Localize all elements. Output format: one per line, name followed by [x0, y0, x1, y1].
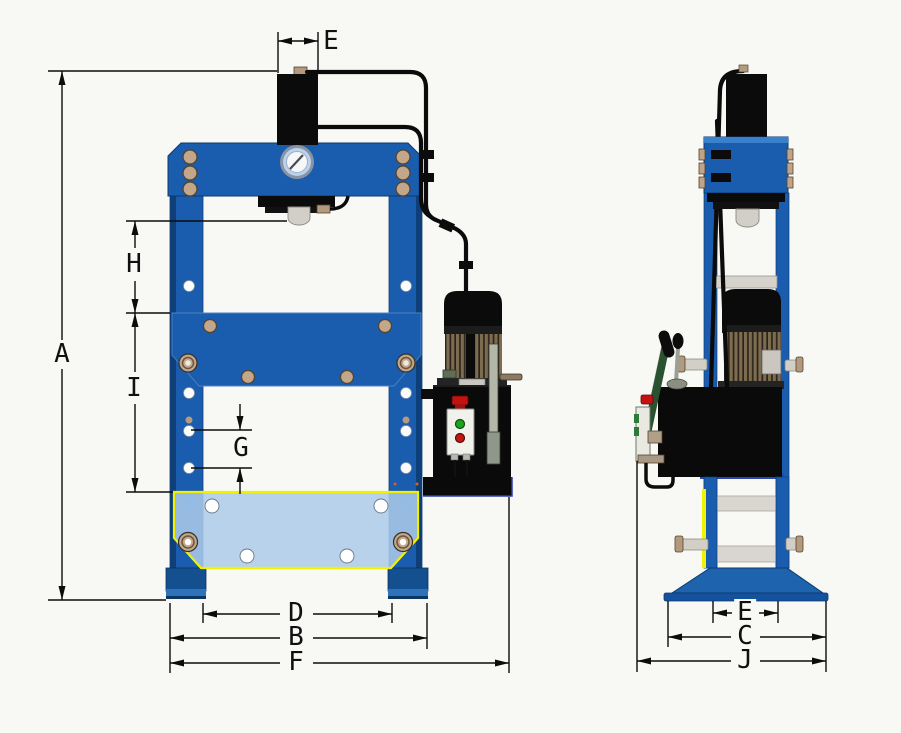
release-valve-rod: [486, 343, 523, 465]
dim-B: [169, 603, 428, 673]
dim-C: [667, 601, 826, 647]
pump-motor-side: [718, 289, 784, 389]
dim-label-f: F: [285, 649, 307, 675]
control-box-side: [634, 394, 665, 464]
side-head: [698, 136, 794, 194]
work-bed: [172, 490, 420, 570]
dim-E-front: [277, 32, 319, 73]
dim-label-g: G: [230, 435, 252, 461]
front-ram: [258, 195, 350, 226]
start-button-green: [454, 418, 466, 430]
pump-cable: [644, 463, 675, 489]
dim-label-a: A: [51, 341, 73, 367]
pump-unit-side: [634, 330, 784, 489]
ram-nose: [287, 206, 311, 226]
pump-motor-front: [437, 291, 507, 390]
dim-label-b: B: [285, 624, 307, 650]
pump-base-plate: [423, 477, 512, 496]
side-bed-pins: [674, 535, 804, 553]
side-cylinder: [726, 74, 767, 138]
front-hoses: [304, 69, 469, 294]
dim-A: [48, 70, 277, 601]
pump-unit-front: [421, 291, 523, 497]
side-bed-area: [674, 476, 804, 569]
emergency-stop-side: [640, 394, 654, 405]
control-box: [446, 395, 475, 478]
middle-beam-pin-bolts: [178, 353, 416, 373]
front-feet: [165, 567, 429, 599]
middle-beam-bolts: [202, 318, 393, 385]
side-view: [634, 64, 829, 602]
bed-holes: [183, 498, 412, 564]
side-ram: [707, 193, 785, 228]
dim-H: [126, 220, 287, 314]
dimensions: [48, 32, 827, 673]
dim-F: [170, 497, 510, 673]
dim-label-e-front: E: [320, 28, 342, 54]
bed-highlight-edge: [702, 489, 706, 568]
dim-label-j: J: [734, 647, 756, 673]
dim-label-e-side: E: [734, 599, 756, 625]
pressure-gauge: [280, 145, 314, 179]
dim-label-c: C: [734, 623, 756, 649]
front-cylinder: [277, 66, 318, 145]
hose-clamps-front: [419, 150, 473, 269]
column-holes: [183, 280, 419, 486]
oil-reservoir-side: [658, 387, 782, 477]
dim-label-d: D: [285, 600, 307, 626]
valve-joystick: [666, 333, 688, 390]
pump-fitting-knob: [442, 369, 457, 379]
head-beam: [167, 142, 422, 197]
side-head-bolt-tabs: [698, 148, 794, 189]
head-beam-bolts: [182, 149, 411, 197]
middle-beam: [171, 312, 422, 387]
dim-D: [202, 603, 393, 623]
dim-label-i: I: [123, 375, 145, 401]
dim-I: [126, 313, 173, 493]
emergency-stop-button: [451, 395, 469, 406]
bed-pin-bolts: [177, 531, 414, 553]
dim-G: [191, 404, 252, 494]
hose-return: [313, 124, 434, 220]
gauge-needle: [289, 154, 304, 170]
dim-E-side: [712, 601, 779, 623]
dim-J: [636, 461, 827, 672]
dim-label-h: H: [123, 251, 145, 277]
stop-button-red: [454, 432, 466, 444]
front-view: [165, 66, 523, 599]
